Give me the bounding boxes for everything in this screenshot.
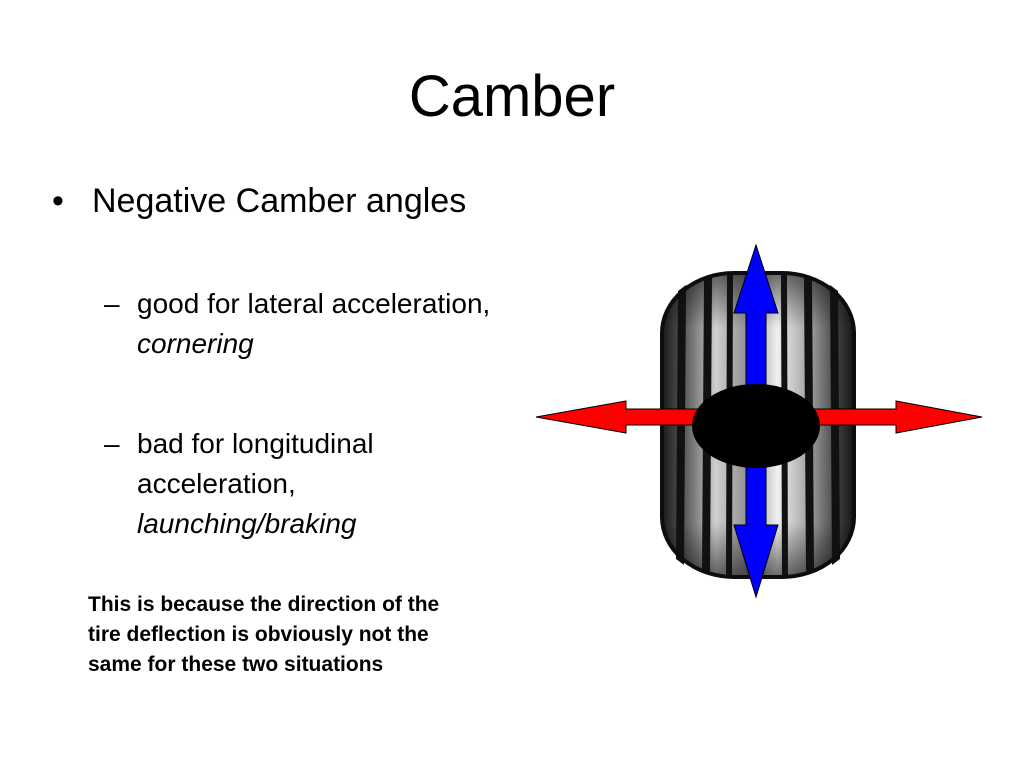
tire-diagram [534,195,986,655]
bullet-text: Negative Camber angles [92,182,467,220]
sub-item-marker: – [104,428,120,459]
sub-item-line: good for lateral acceleration, [137,288,491,319]
sub-item-line: bad for longitudinal [137,428,374,459]
sub-item-longitudinal: – bad for longitudinal acceleration, lau… [104,424,374,544]
bullet-marker: • [52,182,64,220]
contact-patch [692,384,820,468]
tire-diagram-svg [535,243,983,599]
sub-item-italic: launching/braking [137,508,357,539]
explanation-note: This is because the direction of the tir… [88,590,528,680]
note-line: tire deflection is obviously not the [88,623,429,646]
note-line: This is because the direction of the [88,593,440,616]
sub-item-lateral: – good for lateral acceleration, corneri… [104,284,490,364]
sub-item-line: acceleration, [137,468,296,499]
bullet-negative-camber: • Negative Camber angles [52,181,466,221]
slide-title: Camber [408,64,616,129]
sub-item-marker: – [104,288,120,319]
sub-item-italic: cornering [137,328,254,359]
note-line: same for these two situations [88,653,384,676]
